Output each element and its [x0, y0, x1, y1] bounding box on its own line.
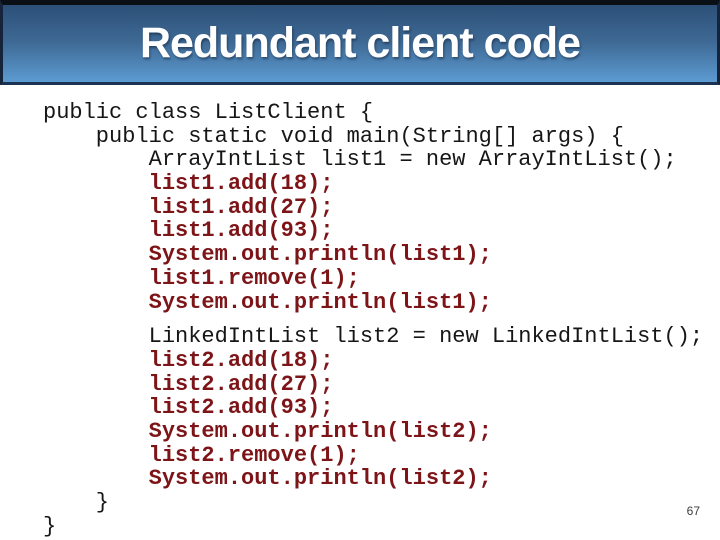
code-line: System.out.println(list2); — [43, 418, 492, 444]
code-line: public static void main(String[] args) { — [43, 123, 624, 149]
code-line: list1.add(27); — [43, 194, 334, 220]
page-title: Redundant client code — [139, 19, 581, 67]
code-line: list2.add(93); — [43, 395, 334, 421]
page-number: 67 — [686, 504, 700, 518]
code-line: list1.add(18); — [43, 171, 334, 197]
code-block: LinkedIntList list2 = new LinkedIntList(… — [43, 325, 720, 491]
code-line: list1.remove(1); — [43, 265, 360, 291]
code-line: System.out.println(list1); — [43, 289, 492, 315]
code-line: list2.add(18); — [43, 347, 334, 373]
title-banner: Redundant client code — [0, 0, 720, 85]
code-region: public class ListClient { public static … — [43, 101, 720, 538]
code-line: System.out.println(list1); — [43, 242, 492, 268]
code-line: ArrayIntList list1 = new ArrayIntList(); — [43, 147, 677, 173]
code-block: }} — [43, 491, 720, 538]
code-line: System.out.println(list2); — [43, 466, 492, 492]
code-block: public class ListClient { public static … — [43, 101, 720, 314]
code-line: LinkedIntList list2 = new LinkedIntList(… — [43, 324, 704, 350]
code-line: } — [43, 490, 110, 515]
code-line: list2.remove(1); — [43, 442, 360, 468]
code-line: list1.add(93); — [43, 218, 334, 244]
code-line: public class ListClient { — [43, 100, 374, 125]
code-line: list2.add(27); — [43, 371, 334, 397]
code-line: } — [43, 513, 57, 539]
